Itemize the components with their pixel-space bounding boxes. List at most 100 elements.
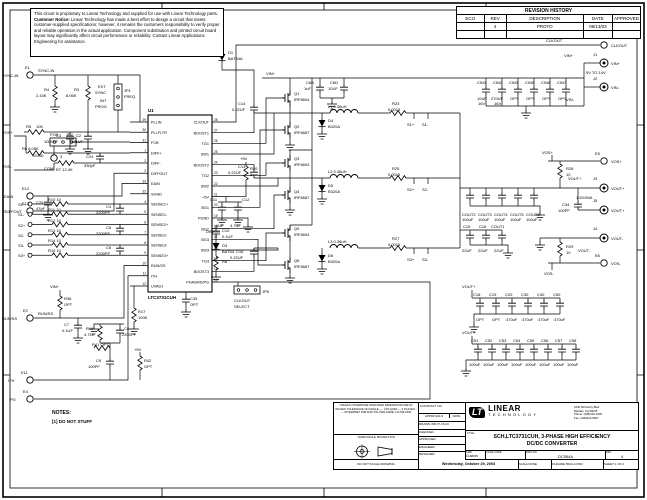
terminal <box>50 154 58 162</box>
component-label: FREQ <box>124 94 135 99</box>
filename-value: 554A-4.DSN <box>565 462 583 466</box>
capV-symbol <box>497 85 507 96</box>
component-label: R11 10 <box>48 207 61 212</box>
component-label: CLKOUT <box>611 43 628 48</box>
component-label: VOS- <box>544 271 554 276</box>
component-label: 0.1UF <box>222 234 233 239</box>
projection-symbol <box>354 444 393 459</box>
pin-name: +5V <box>202 195 209 199</box>
component-label: PG <box>10 397 16 402</box>
third-angle-label: THIRD ANGLE PROJECTION <box>334 435 419 443</box>
nfet-symbol <box>281 186 291 204</box>
diodeD-symbol <box>318 252 326 264</box>
company-name: LINEAR TECHNOLOGY <box>488 404 538 417</box>
component-label: 1 <box>250 172 253 177</box>
component-label: COUT4 <box>494 212 508 217</box>
component-label: C8 <box>124 326 130 331</box>
component-label: C53 <box>499 338 507 343</box>
component-label: 8.06K <box>66 93 77 98</box>
disclaimer-paragraph-1: This circuit is proprietary to Linear Te… <box>34 11 218 16</box>
pin-name: TG1 <box>202 142 209 146</box>
component-label: C52 <box>485 338 493 343</box>
pin-name: DIFF+ <box>151 151 162 155</box>
revision-row-empty <box>456 30 642 39</box>
wire <box>34 281 431 400</box>
component-label: S2+ <box>18 223 26 228</box>
component-label: VIN+ <box>50 284 60 289</box>
capV-symbol <box>487 345 497 356</box>
resV-symbol <box>131 307 137 323</box>
filename-label: FILENAME <box>552 463 565 466</box>
approvals-row-checked: CHECKED <box>419 429 466 438</box>
component-label: S3+ <box>407 257 415 262</box>
component-label: 2200PF <box>96 231 111 236</box>
sheet-cell: SHEET 1 OF 2 <box>604 460 638 469</box>
rev-rev: 4 <box>483 22 507 31</box>
capV-symbol <box>115 244 125 255</box>
component-label: C3 <box>56 133 62 138</box>
diodeD-symbol <box>318 182 326 194</box>
component-label: OPT <box>144 364 153 369</box>
wire <box>93 323 96 326</box>
resH-symbol <box>27 129 45 135</box>
pin-name: UVADJ <box>151 285 163 289</box>
wire <box>14 135 27 153</box>
terminal <box>26 71 34 79</box>
nfet-symbol <box>281 224 291 242</box>
component-label: 4.75K <box>84 332 95 337</box>
component-label: S2- <box>422 187 429 192</box>
component-label: 0.22UF <box>230 255 244 260</box>
component-label: VOS+ <box>542 150 553 155</box>
component-label: RUN/SS <box>38 311 53 316</box>
title-cell: TITLE SCH,LTC3731CUH, 3-PHASE HIGH EFFIC… <box>466 431 638 451</box>
component-label: C51 <box>471 338 479 343</box>
component-label: B320A <box>328 259 340 264</box>
pin-name: SENSE1+ <box>151 203 169 207</box>
component-label: C6B <box>306 80 314 85</box>
inner-border <box>9 9 638 489</box>
component-label: 22UF <box>494 248 504 253</box>
drawn-initials: WB <box>431 422 436 426</box>
wire <box>230 217 249 224</box>
capV-symbol <box>315 83 325 94</box>
wire <box>230 113 275 155</box>
component-label: C11 <box>210 197 218 202</box>
component-label: 100uF <box>526 217 538 222</box>
component-label: CLKOUT <box>234 298 251 303</box>
designer-label: DESIGNER <box>419 452 435 457</box>
pin-number: 13 <box>214 278 218 282</box>
component-label: VOUT+ <box>462 330 476 335</box>
component-label: 10UF <box>328 86 338 91</box>
component-label: R28 <box>566 166 574 171</box>
capV-symbol <box>249 247 259 258</box>
disclaimer-paragraph-2: Customer Notice: Linear Technology has m… <box>34 17 220 45</box>
address-line1: 1630 McCarthy Blvd. <box>574 405 600 409</box>
pin-name: BG3 <box>201 238 209 242</box>
component-label: C16 <box>479 224 487 229</box>
component-label: R12 10 <box>48 218 62 223</box>
component-label: 100uF <box>494 217 506 222</box>
component-label: 100uF <box>478 217 490 222</box>
capV-symbol <box>473 345 483 356</box>
component-label: VIN+ <box>564 53 574 58</box>
component-label: 100uF <box>462 217 474 222</box>
pin-number: 17 <box>214 235 218 239</box>
pin-name: DIFF- <box>151 162 161 166</box>
address-line2: Milpitas, CA 95035 <box>574 408 598 413</box>
jack-terminal <box>599 233 609 243</box>
component-label: 1.5V/60A <box>576 195 593 200</box>
component-label: C30 <box>521 292 529 297</box>
capV-symbol <box>481 85 491 96</box>
component-label: VIN- <box>611 85 620 90</box>
wire <box>473 313 480 324</box>
pin-number: 9 <box>144 251 146 255</box>
component-label: C25 <box>36 200 44 205</box>
component-label: S3- <box>422 257 429 262</box>
component-label: L2 0.36uH <box>328 169 347 174</box>
indH-symbol <box>329 174 359 179</box>
component-label: COUT5 <box>510 212 524 217</box>
component-label: C56 <box>541 338 549 343</box>
capV-symbol <box>465 191 475 202</box>
capV-symbol <box>529 191 539 202</box>
